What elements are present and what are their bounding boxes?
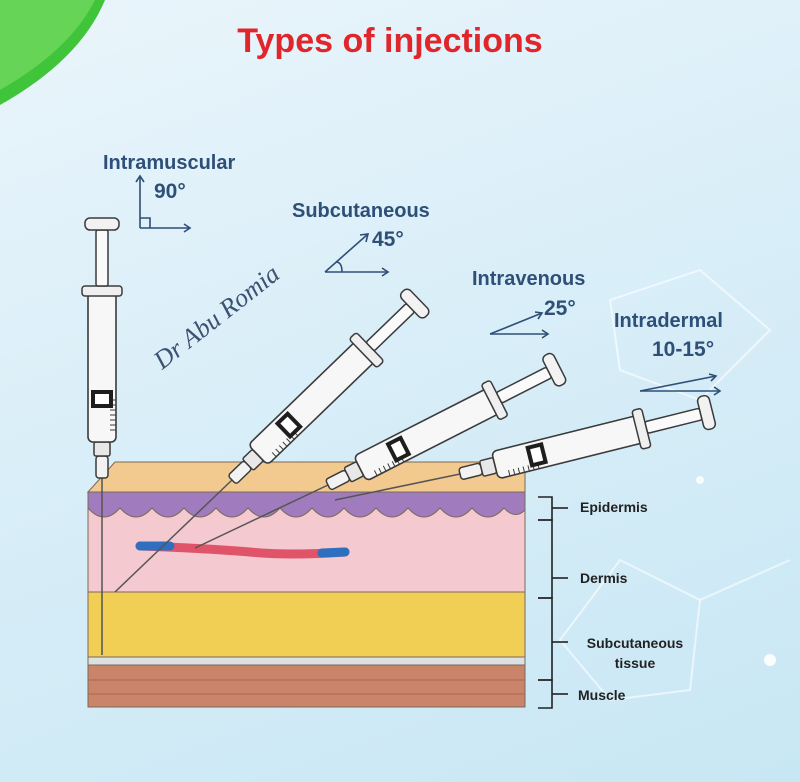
layer-label-epidermis: Epidermis: [580, 499, 648, 515]
background-decoration: [0, 0, 790, 600]
layer-subcutaneous: [87, 591, 526, 658]
layer-brackets: [538, 496, 568, 709]
skin-block: [86, 461, 526, 708]
angle-markers: [135, 174, 722, 396]
layer-label-dermis: Dermis: [580, 570, 628, 586]
syringe-intramuscular: [81, 217, 123, 479]
angle-intramuscular: 90°: [154, 180, 186, 203]
label-intravenous: Intravenous: [472, 268, 586, 290]
angle-intravenous: 25°: [544, 297, 576, 320]
syringe-subcutaneous: [228, 288, 430, 484]
syringe-intradermal: [458, 394, 717, 480]
layer-label-subcutaneous: Subcutaneous tissue: [586, 635, 684, 671]
layer-muscle: [87, 664, 526, 708]
angle-subcutaneous: 45°: [372, 228, 404, 251]
diagram-title: Types of injections: [237, 22, 543, 60]
label-intramuscular: Intramuscular: [103, 152, 236, 174]
angle-intradermal: 10-15°: [652, 338, 715, 361]
label-intradermal: Intradermal: [614, 310, 723, 332]
layer-label-muscle: Muscle: [578, 687, 626, 703]
label-subcutaneous: Subcutaneous: [292, 200, 430, 222]
needles: [101, 473, 461, 655]
syringe-intravenous: [325, 352, 567, 491]
